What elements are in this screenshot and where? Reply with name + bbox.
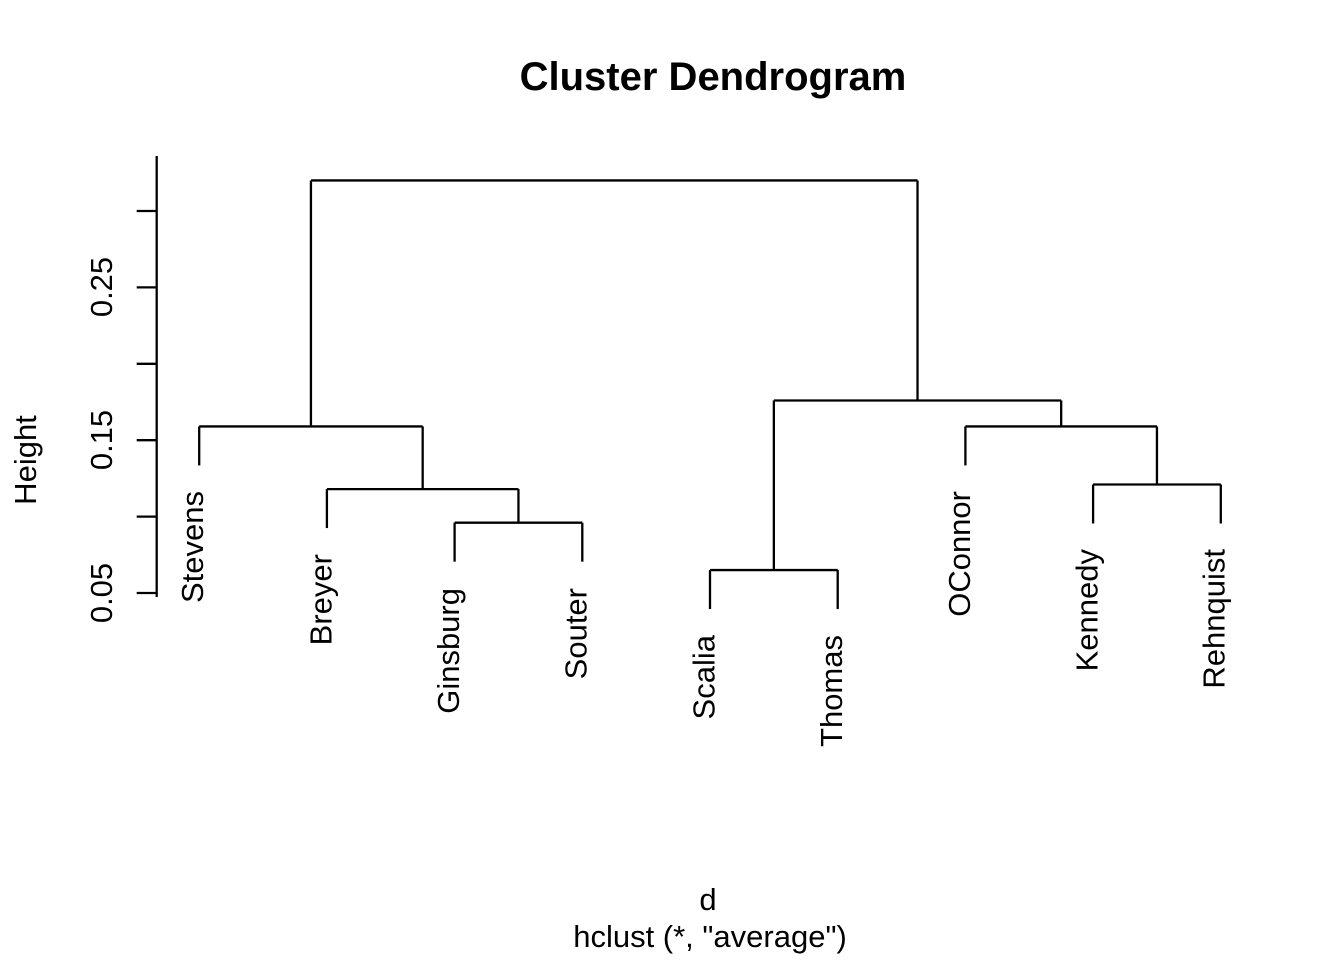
x-axis-label: d <box>699 882 717 917</box>
y-axis-label: Height <box>8 415 43 505</box>
leaf-label: Kennedy <box>1069 549 1105 672</box>
y-tick-label: 0.05 <box>84 562 119 624</box>
leaf-label: Souter <box>558 587 594 680</box>
leaf-label: Rehnquist <box>1196 549 1232 690</box>
leaf-label: Thomas <box>813 635 849 748</box>
chart-title: Cluster Dendrogram <box>519 55 907 99</box>
leaf-label: Breyer <box>302 554 338 646</box>
leaf-label: OConnor <box>941 491 977 618</box>
leaf-label: Stevens <box>175 491 211 604</box>
y-tick-label: 0.15 <box>84 410 119 471</box>
leaf-label: Scalia <box>686 635 721 720</box>
clustering-call-subtitle: hclust (*, "average") <box>573 919 847 954</box>
y-tick-label: 0.25 <box>84 257 119 318</box>
leaf-label: Ginsburg <box>430 587 466 714</box>
